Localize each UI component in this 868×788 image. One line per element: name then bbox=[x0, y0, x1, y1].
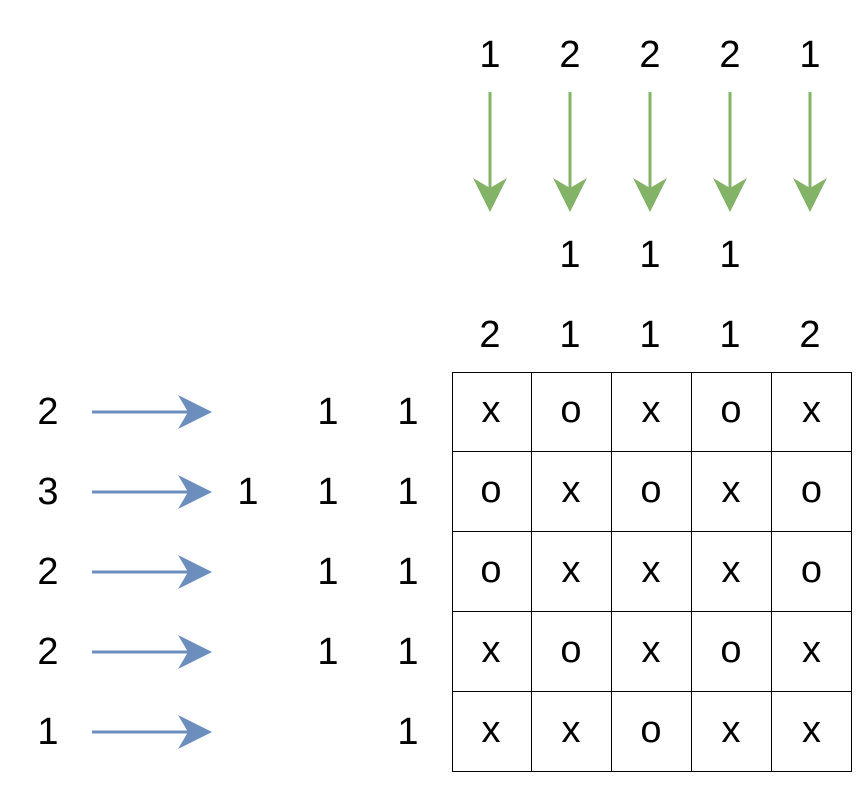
down-arrow-icon bbox=[553, 92, 587, 212]
row-clue: 1 bbox=[397, 551, 419, 593]
grid-cell: x bbox=[691, 451, 772, 532]
column-total: 2 bbox=[559, 34, 581, 76]
grid-cell: o bbox=[612, 691, 692, 772]
grid-cell: x bbox=[802, 708, 821, 751]
row-clue: 1 bbox=[397, 391, 419, 433]
grid-cell: x bbox=[691, 531, 772, 612]
grid-cell: o bbox=[531, 371, 612, 452]
right-arrow-icon bbox=[92, 715, 212, 749]
grid-cell: o bbox=[531, 611, 612, 692]
right-arrow-icon bbox=[92, 555, 212, 589]
grid-cell: x bbox=[611, 371, 692, 452]
row-clue: 1 bbox=[317, 471, 339, 513]
column-total: 2 bbox=[719, 34, 741, 76]
column-clue: 1 bbox=[639, 314, 661, 356]
grid-cell: x bbox=[531, 531, 612, 612]
row-total: 1 bbox=[37, 711, 59, 753]
grid-cell: o bbox=[691, 611, 772, 692]
column-total: 1 bbox=[479, 34, 501, 76]
grid-cell: o bbox=[771, 532, 852, 612]
column-clue: 1 bbox=[639, 234, 661, 276]
grid-cell: o bbox=[451, 451, 532, 532]
grid-cell: x bbox=[771, 372, 852, 452]
column-total: 2 bbox=[639, 34, 661, 76]
down-arrow-icon bbox=[713, 92, 747, 212]
column-clue: 1 bbox=[559, 314, 581, 356]
row-clue: 1 bbox=[317, 551, 339, 593]
grid-cell: o bbox=[771, 452, 852, 532]
grid-cell: x bbox=[611, 531, 692, 612]
grid-cell: x bbox=[451, 611, 532, 692]
grid-cell: o bbox=[451, 531, 532, 612]
column-clue: 2 bbox=[799, 314, 821, 356]
column-total: 1 bbox=[799, 34, 821, 76]
row-clue: 1 bbox=[317, 631, 339, 673]
grid-cell: x bbox=[611, 611, 692, 692]
row-total: 2 bbox=[37, 631, 59, 673]
column-clue: 2 bbox=[479, 314, 501, 356]
down-arrow-icon bbox=[633, 92, 667, 212]
grid-cell: x bbox=[532, 691, 612, 772]
right-arrow-icon bbox=[92, 635, 212, 669]
column-clue: 1 bbox=[719, 314, 741, 356]
down-arrow-icon bbox=[793, 92, 827, 212]
row-total: 2 bbox=[37, 391, 59, 433]
row-total: 2 bbox=[37, 551, 59, 593]
grid-cell: o bbox=[691, 371, 772, 452]
row-clue: 1 bbox=[397, 631, 419, 673]
grid-cell: x bbox=[692, 691, 772, 772]
grid-cell: x bbox=[531, 451, 612, 532]
row-total: 3 bbox=[37, 471, 59, 513]
row-clue: 1 bbox=[237, 471, 259, 513]
row-clue: 1 bbox=[397, 711, 419, 753]
column-clue: 1 bbox=[719, 234, 741, 276]
grid-cell: o bbox=[611, 451, 692, 532]
grid-cell: x bbox=[771, 612, 852, 692]
grid-cell: x bbox=[451, 371, 532, 452]
row-clue: 1 bbox=[317, 391, 339, 433]
right-arrow-icon bbox=[92, 395, 212, 429]
column-clue: 1 bbox=[559, 234, 581, 276]
row-clue: 1 bbox=[397, 471, 419, 513]
right-arrow-icon bbox=[92, 475, 212, 509]
grid-cell: x bbox=[452, 691, 532, 772]
down-arrow-icon bbox=[473, 92, 507, 212]
